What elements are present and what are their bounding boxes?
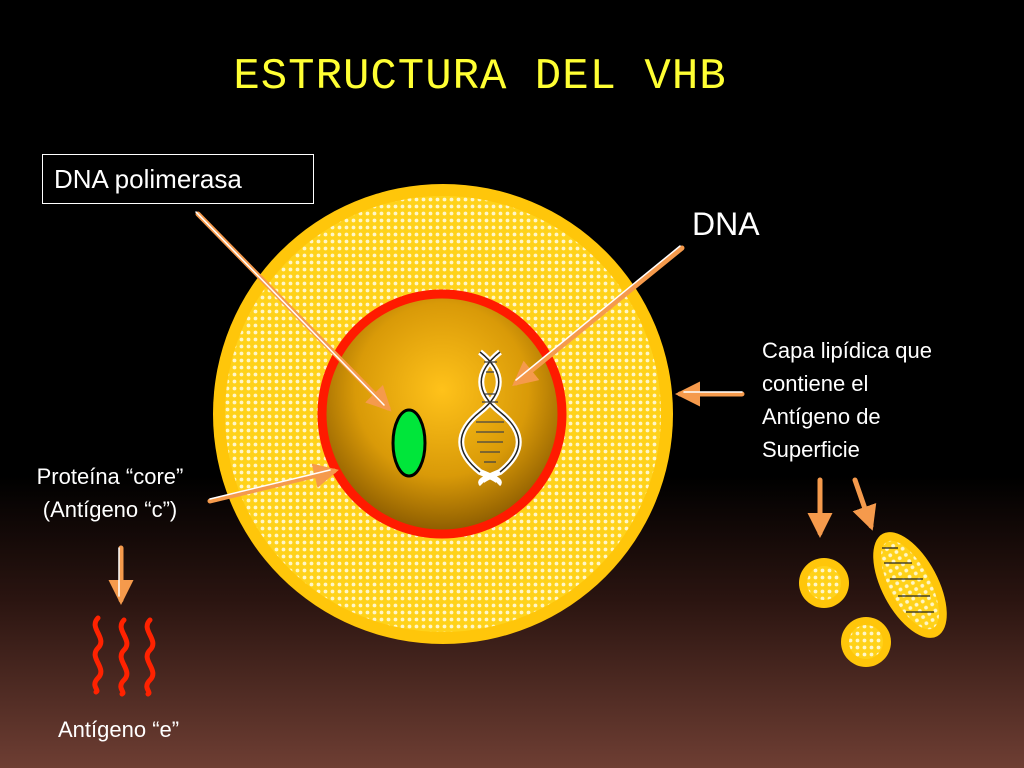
arrow-dna xyxy=(512,245,685,387)
arrow-surface-2 xyxy=(852,477,877,531)
surface-antigen-spheres xyxy=(799,558,891,667)
core-particle xyxy=(317,289,567,539)
page-title: ESTRUCTURA DEL VHB xyxy=(233,52,727,102)
antigeno-e-icon xyxy=(92,615,156,697)
antigeno-e-label: Antígeno “e” xyxy=(58,717,180,742)
capa-lipidica-label: Capa lipídica que contiene el Antígeno d… xyxy=(762,334,1002,466)
dna-label: DNA xyxy=(692,206,760,242)
polimerasa-oval xyxy=(391,408,427,478)
capa-label-line-1: Capa lipídica que xyxy=(762,338,933,363)
arrow-core xyxy=(207,463,339,504)
core-label-line-1: Proteína “core” xyxy=(36,464,184,489)
dna-helix-icon xyxy=(458,349,522,487)
capa-label-line-2: contiene el xyxy=(762,371,869,396)
proteina-core-label: Proteína “core” (Antígeno “c”) xyxy=(10,460,210,526)
capa-label-line-3: Antígeno de xyxy=(762,404,881,429)
core-label-line-2: (Antígeno “c”) xyxy=(42,497,178,522)
capa-label-line-4: Superficie xyxy=(762,437,860,462)
dna-polimerasa-label: DNA polimerasa xyxy=(42,154,314,204)
